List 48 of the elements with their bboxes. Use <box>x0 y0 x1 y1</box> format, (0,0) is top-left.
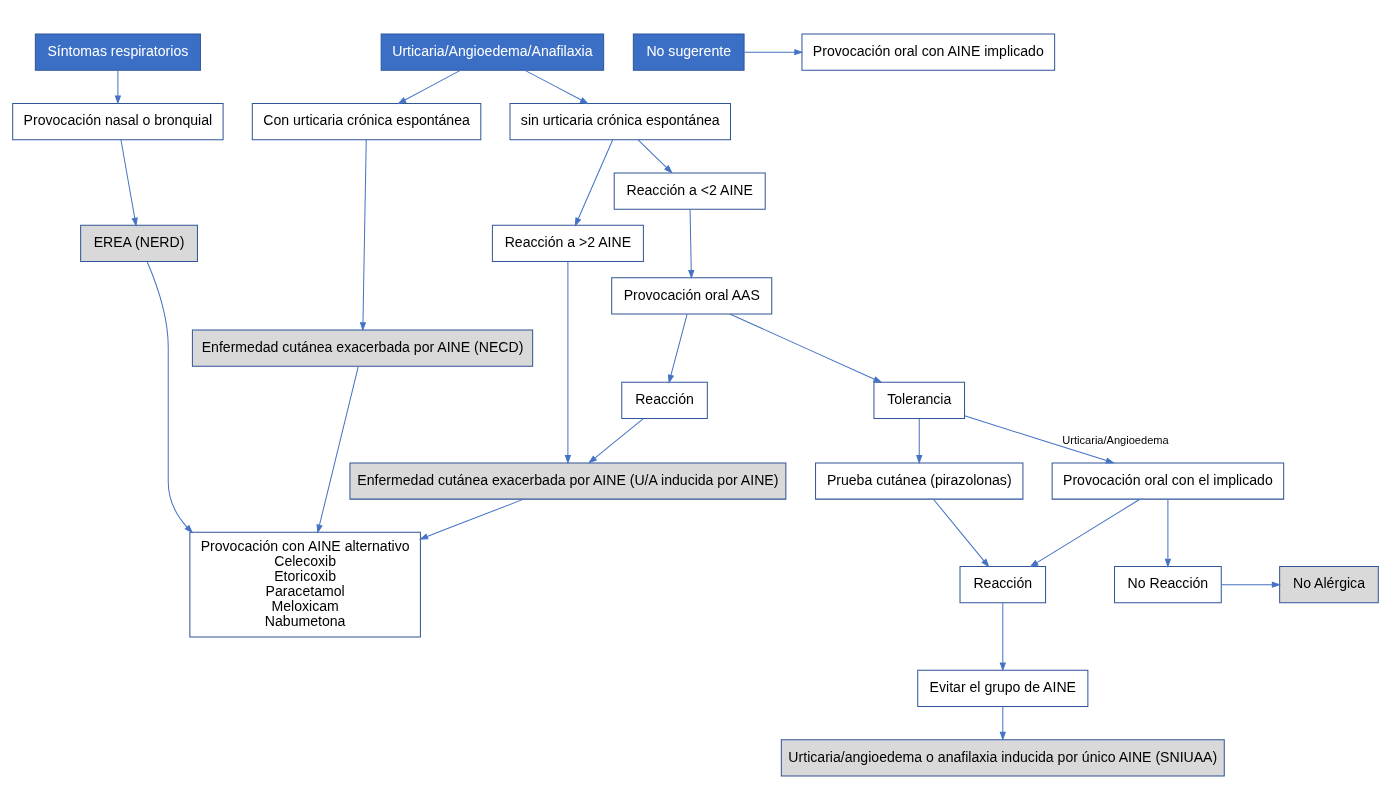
node-box: Reacción a >2 AINE <box>491 224 644 263</box>
arrow <box>120 139 138 227</box>
arrow <box>524 69 590 105</box>
arrow <box>688 209 695 280</box>
arrow <box>114 70 122 105</box>
arrow <box>1220 581 1281 588</box>
node-box: Urticaria/angioedema o anafilaxia inducida por único AINE (SNIUAA) <box>780 739 1225 777</box>
arrow <box>564 261 572 465</box>
arrow <box>588 418 644 464</box>
arrow <box>316 365 359 534</box>
edge-label: Urticaria/Angioedema <box>1062 433 1169 446</box>
node-box: No Alérgica <box>1279 566 1379 604</box>
node-box: Reacción a <2 AINE <box>613 172 766 210</box>
node-box: Reacción <box>959 566 1047 604</box>
node-box: EREA (NERD) <box>80 224 198 263</box>
arrow <box>743 48 804 56</box>
arrow <box>1029 498 1141 568</box>
arrow <box>359 139 367 332</box>
node-box: No sugerente <box>632 33 745 71</box>
arrow <box>574 139 614 227</box>
arrow <box>729 313 883 383</box>
arrow <box>397 69 461 105</box>
node-box: Síntomas respiratorios <box>34 33 201 71</box>
arrow <box>146 261 194 534</box>
arrow <box>916 418 923 465</box>
node-box: Tolerancia <box>873 381 966 420</box>
node-box: Evitar el grupo de AINE <box>917 669 1089 707</box>
node-box: Provocación oral AAS <box>611 277 773 315</box>
node-box: No Reacción <box>1114 566 1222 604</box>
node-box: Reacción <box>621 381 708 420</box>
node-box: Provocación nasal o bronquial <box>12 103 224 141</box>
arrow <box>999 602 1006 672</box>
node-box: Urticaria/Angioedema/Anafilaxia <box>380 33 605 71</box>
node-box: Enfermedad cutánea exacerbada por AINE (U/A inducida por AINE) <box>349 462 787 500</box>
node-box: Enfermedad cutánea exacerbada por AINE (NECD) <box>191 329 534 367</box>
node-box: Provocación con AINE alternativo Celecoxib Etoricoxib Paracetamol Meloxicam Nabumetona <box>189 531 421 638</box>
arrow <box>999 706 1006 741</box>
arrow <box>1164 498 1172 568</box>
node-box: Prueba cutánea (pirazolonas) <box>815 462 1024 500</box>
arrow <box>932 498 990 568</box>
node-box: Provocación oral con el implicado <box>1051 462 1285 500</box>
arrow <box>667 313 688 384</box>
arrow <box>419 498 525 540</box>
arrow <box>964 415 1115 464</box>
node-box: sin urticaria crónica espontánea <box>509 103 731 141</box>
node-box: Con urticaria crónica espontánea <box>251 103 482 141</box>
arrow <box>637 139 673 174</box>
node-box: Provocación oral con AINE implicado <box>801 33 1056 71</box>
